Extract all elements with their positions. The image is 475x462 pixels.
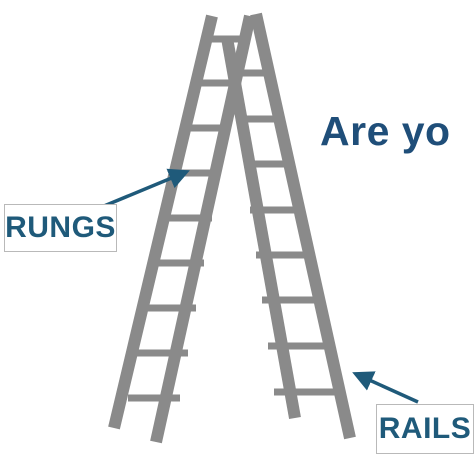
rails-label: RAILS bbox=[376, 404, 474, 454]
front-ladder-rungs bbox=[128, 39, 240, 398]
rungs-label-text: RUNGS bbox=[5, 211, 116, 245]
rails-label-text: RAILS bbox=[379, 412, 472, 446]
back-ladder bbox=[227, 14, 350, 438]
back-ladder-rails bbox=[227, 14, 350, 438]
headline-text: Are yo bbox=[320, 108, 451, 155]
arrow-to-rail bbox=[356, 374, 418, 402]
front-ladder bbox=[114, 16, 250, 442]
rungs-label: RUNGS bbox=[4, 204, 117, 252]
